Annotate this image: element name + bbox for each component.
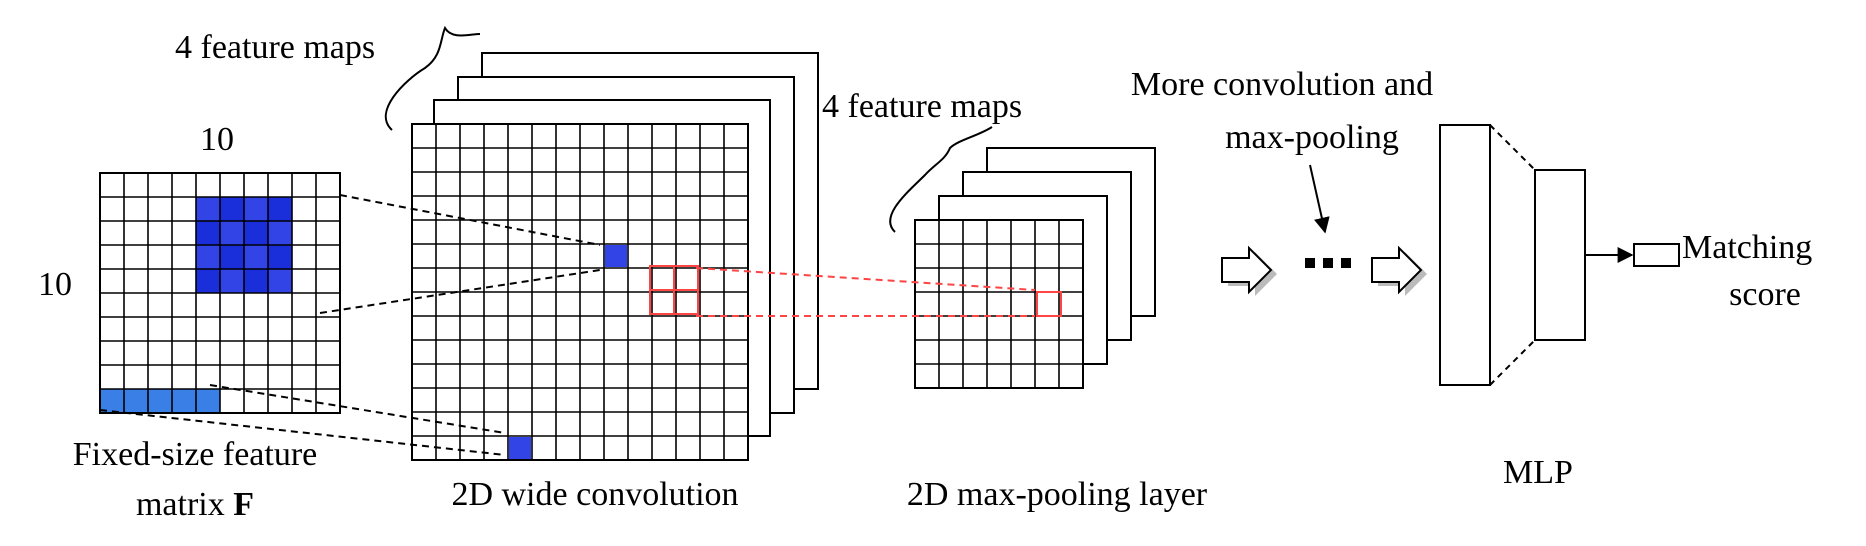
brace-conv-maps <box>384 25 481 131</box>
dashed-connector-top-1 <box>339 194 601 246</box>
input-row-highlight-cell <box>124 389 148 413</box>
input-highlight-cell <box>268 221 292 245</box>
input-row-highlight-cell <box>148 389 172 413</box>
pool-maps-label: 4 feature maps <box>822 88 1022 125</box>
more-conv-label-1: More convolution and <box>1131 66 1433 103</box>
brace-pool-maps <box>889 126 993 233</box>
down-arrow <box>1309 164 1330 234</box>
input-row-highlight-cell <box>100 389 124 413</box>
red-connector-top <box>695 267 1036 291</box>
input-highlight-cell <box>268 269 292 293</box>
input-highlight-cell <box>196 221 220 245</box>
mlp-label: MLP <box>1503 454 1573 491</box>
input-highlight-cell <box>220 221 244 245</box>
mlp-layer-1 <box>1439 124 1491 386</box>
pool-highlight-cell <box>1036 291 1062 317</box>
input-highlight-cell <box>196 197 220 221</box>
pool-feature-maps <box>914 147 1156 389</box>
input-height-label: 10 <box>38 266 72 303</box>
mlp-block <box>1439 124 1680 386</box>
more-conv-label-2: max-pooling <box>1225 119 1399 156</box>
input-width-label: 10 <box>200 121 234 158</box>
conv-highlight-cell <box>605 245 627 267</box>
input-feature-matrix <box>99 172 341 414</box>
input-highlight-cell <box>196 245 220 269</box>
matching-score-label-2: score <box>1729 276 1801 313</box>
input-highlight-cell <box>268 245 292 269</box>
input-highlight-cell <box>220 269 244 293</box>
mlp-connector-bottom <box>1489 339 1536 386</box>
conv-maps-label: 4 feature maps <box>175 29 375 66</box>
conv-caption: 2D wide convolution <box>451 476 738 513</box>
dashed-connector-bottom-2 <box>99 409 506 456</box>
input-highlight-cell <box>244 245 268 269</box>
connector-lines <box>99 194 1036 456</box>
mlp-connector-top <box>1489 124 1536 171</box>
input-caption-line-1: Fixed-size feature <box>73 436 318 473</box>
input-highlight-cell <box>244 269 268 293</box>
input-caption-line-2: matrix F <box>136 486 254 523</box>
conv-highlight-cell <box>509 437 531 459</box>
input-highlight-cell <box>244 221 268 245</box>
pool-grid <box>914 219 1084 389</box>
pool-grid-frame <box>914 219 1084 389</box>
input-highlight-cell <box>268 197 292 221</box>
input-highlight-cell <box>220 197 244 221</box>
input-row-highlight-cell <box>196 389 220 413</box>
input-grid <box>99 172 341 414</box>
output-node <box>1633 243 1680 267</box>
pool-caption: 2D max-pooling layer <box>907 476 1208 513</box>
input-highlight-cell <box>244 197 268 221</box>
input-highlight-cell <box>196 269 220 293</box>
input-row-highlight-cell <box>172 389 196 413</box>
input-caption-bold: F <box>233 486 254 523</box>
mlp-layer-2 <box>1534 169 1586 341</box>
dashed-connector-bottom-1 <box>209 384 506 434</box>
input-highlight-cell <box>220 245 244 269</box>
conv-feature-maps <box>411 52 819 461</box>
ellipsis-dots <box>1305 258 1351 268</box>
block-arrow-2 <box>1371 245 1427 296</box>
matching-score-label-1: Matching <box>1682 229 1812 266</box>
conv-grid <box>411 123 749 461</box>
block-arrow-1 <box>1221 245 1277 296</box>
input-caption-text: matrix <box>136 486 233 523</box>
